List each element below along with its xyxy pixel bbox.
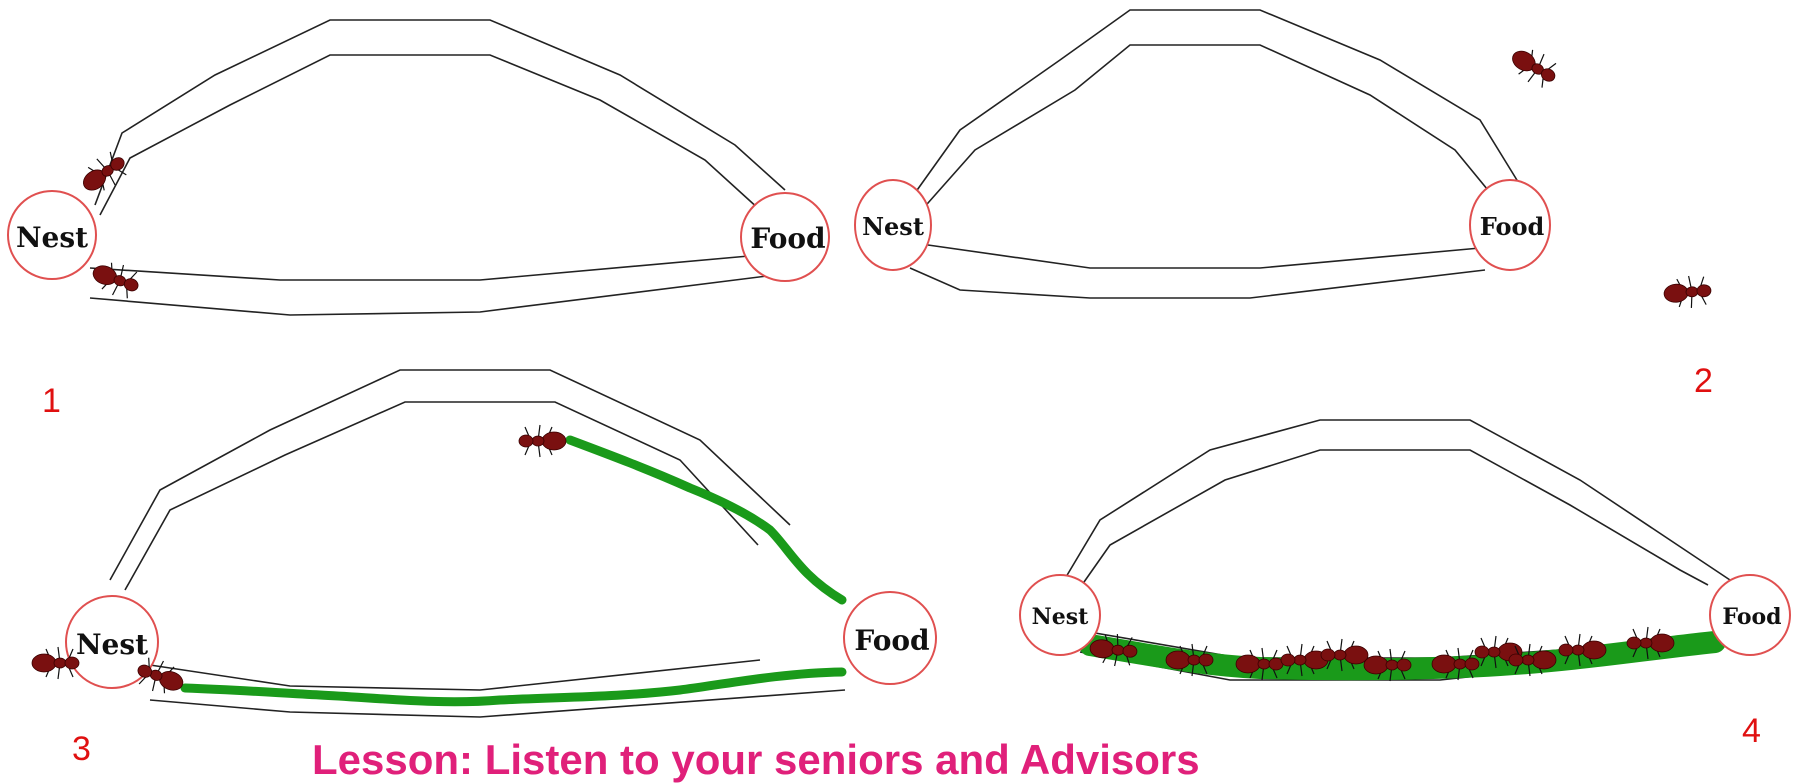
- ant: [31, 646, 80, 680]
- panel-4-nest-label: Nest: [1032, 604, 1089, 630]
- panel-3-nest: Nest: [65, 595, 159, 689]
- ant: [1663, 275, 1712, 308]
- panel-3-diagram: Nest Food: [31, 369, 937, 718]
- panel-4-nest: Nest: [1019, 574, 1101, 656]
- panel-2-nest-label: Nest: [862, 212, 924, 241]
- panel-1-nest-label: Nest: [16, 221, 88, 254]
- panel-1-food: Food: [740, 192, 830, 282]
- panel-3-upper-pheromone-trail: [565, 435, 847, 605]
- ant: [137, 657, 184, 694]
- ant: [1508, 643, 1557, 677]
- ant: [1558, 633, 1607, 667]
- ant: [518, 424, 567, 458]
- ant: [1512, 49, 1557, 88]
- panel-1-number: 1: [42, 382, 61, 420]
- panel-4-number: 4: [1742, 712, 1761, 750]
- panel-3-food: Food: [843, 591, 937, 685]
- lesson-caption: Lesson: Listen to your seniors and Advis…: [312, 736, 1200, 783]
- ant: [83, 151, 127, 191]
- ant: [1165, 643, 1214, 677]
- ant: [1235, 647, 1284, 681]
- panel-1-diagram: Nest Food: [7, 19, 830, 316]
- panel-2-diagram: Nest Food: [854, 9, 1712, 308]
- panel-4-upper-path: [1062, 419, 1731, 593]
- panel-3-lower-path: [149, 659, 846, 718]
- panel-2-upper-path: [909, 9, 1521, 213]
- panel-3-lower-pheromone-trail: [180, 667, 847, 707]
- panel-2-number: 2: [1694, 362, 1713, 400]
- panel-4-food: Food: [1709, 574, 1791, 656]
- panel-1-upper-path: [94, 19, 786, 216]
- panel-1-nest: Nest: [7, 190, 97, 280]
- ant: [1280, 643, 1329, 677]
- panel-1-lower-path: [89, 254, 776, 316]
- panel-3-food-label: Food: [854, 624, 929, 657]
- ant: [1626, 626, 1675, 660]
- panel-3-number: 3: [72, 730, 91, 768]
- ant: [1089, 634, 1138, 667]
- panel-2-nest: Nest: [854, 179, 932, 271]
- panel-4-ant-swarm: [1089, 626, 1675, 682]
- ant: [1320, 638, 1369, 672]
- panel-3-upper-path: [109, 369, 791, 591]
- panel-2-food: Food: [1469, 179, 1551, 271]
- panel-4-food-label: Food: [1722, 604, 1781, 630]
- ant: [1431, 647, 1480, 681]
- ant: [92, 262, 139, 299]
- panel-2-food-label: Food: [1480, 212, 1545, 241]
- ant: [1363, 648, 1412, 682]
- panel-3-nest-label: Nest: [76, 628, 148, 661]
- panel-2-lower-path: [909, 244, 1486, 299]
- panel-1-food-label: Food: [750, 222, 825, 255]
